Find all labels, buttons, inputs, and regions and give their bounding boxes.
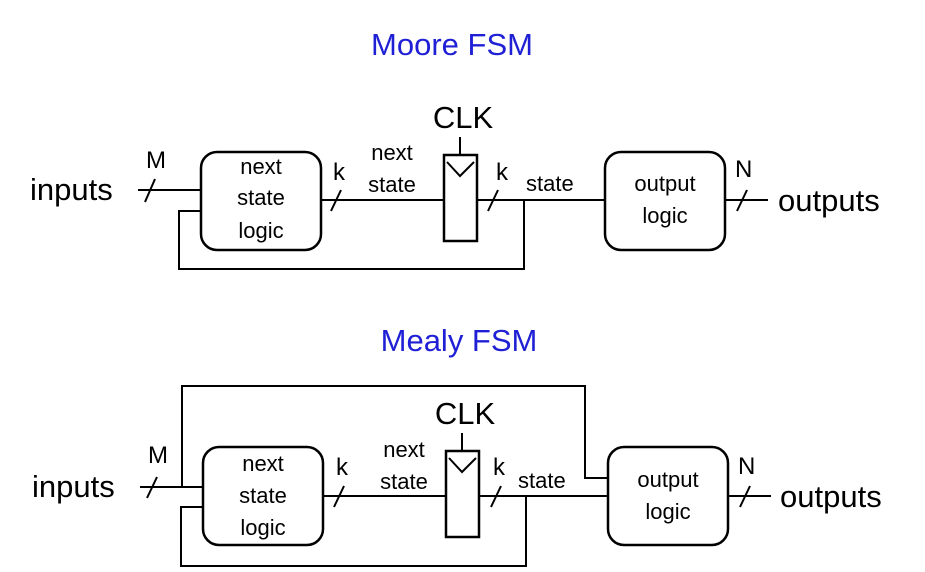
moore-output-bus-slash <box>736 189 748 212</box>
mealy-state-register <box>444 449 481 539</box>
mealy-feedback-wire <box>180 496 527 567</box>
mealy-nsl-label-2: state <box>239 483 287 508</box>
mealy-input-width: M <box>148 442 168 469</box>
moore-nsl-label-3: logic <box>238 218 283 243</box>
moore-state-label: state <box>526 171 574 196</box>
mealy-output-width: N <box>738 453 755 480</box>
moore-next-state-label-2: state <box>368 172 416 197</box>
mealy-clock-triangle <box>448 457 477 474</box>
moore-fsm-diagram: Moore FSM inputs M next state logic k ne… <box>30 27 880 270</box>
mealy-title: Mealy FSM <box>381 323 538 358</box>
moore-outputs-label: outputs <box>778 183 880 218</box>
moore-input-bus-slash <box>144 178 156 203</box>
moore-ol-label-2: logic <box>642 203 687 228</box>
moore-next-state-bus-slash <box>330 189 342 212</box>
moore-state-register <box>442 153 479 243</box>
mealy-state-bus-slash <box>490 485 502 508</box>
moore-title: Moore FSM <box>371 27 533 62</box>
moore-clock-triangle <box>446 161 475 178</box>
mealy-nsl-label-3: logic <box>240 515 285 540</box>
moore-output-logic-block <box>603 150 727 252</box>
mealy-next-state-label-2: state <box>380 469 428 494</box>
moore-nsl-label-2: state <box>237 185 285 210</box>
mealy-outputs-label: outputs <box>780 479 882 514</box>
moore-input-width: M <box>146 147 166 174</box>
mealy-inputs-label: inputs <box>32 469 115 504</box>
mealy-ol-label-2: logic <box>645 499 690 524</box>
moore-nsl-label-1: next <box>240 154 282 179</box>
mealy-output-logic-block <box>606 445 730 547</box>
mealy-state-label: state <box>518 468 566 493</box>
moore-inputs-label: inputs <box>30 172 113 207</box>
moore-output-width: N <box>735 156 752 183</box>
mealy-next-state-label-1: next <box>383 437 425 462</box>
mealy-input-bus-slash <box>146 476 158 499</box>
moore-state-bus-slash <box>487 189 499 212</box>
mealy-input-to-output-wire <box>181 385 608 487</box>
moore-state-width-1: k <box>333 159 346 186</box>
mealy-output-bus-slash <box>739 485 751 508</box>
mealy-state-width-1: k <box>336 454 349 481</box>
moore-state-width-2: k <box>496 159 509 186</box>
moore-clk-label: CLK <box>433 100 494 135</box>
mealy-next-state-bus-slash <box>333 485 345 508</box>
mealy-state-width-2: k <box>493 454 506 481</box>
mealy-ol-label-1: output <box>637 467 698 492</box>
mealy-fsm-diagram: Mealy FSM inputs M next state logic k ne… <box>32 323 882 567</box>
mealy-nsl-label-1: next <box>242 451 284 476</box>
moore-ol-label-1: output <box>634 171 695 196</box>
mealy-clk-label: CLK <box>435 396 496 431</box>
moore-feedback-wire <box>178 200 525 270</box>
moore-next-state-label-1: next <box>371 140 413 165</box>
